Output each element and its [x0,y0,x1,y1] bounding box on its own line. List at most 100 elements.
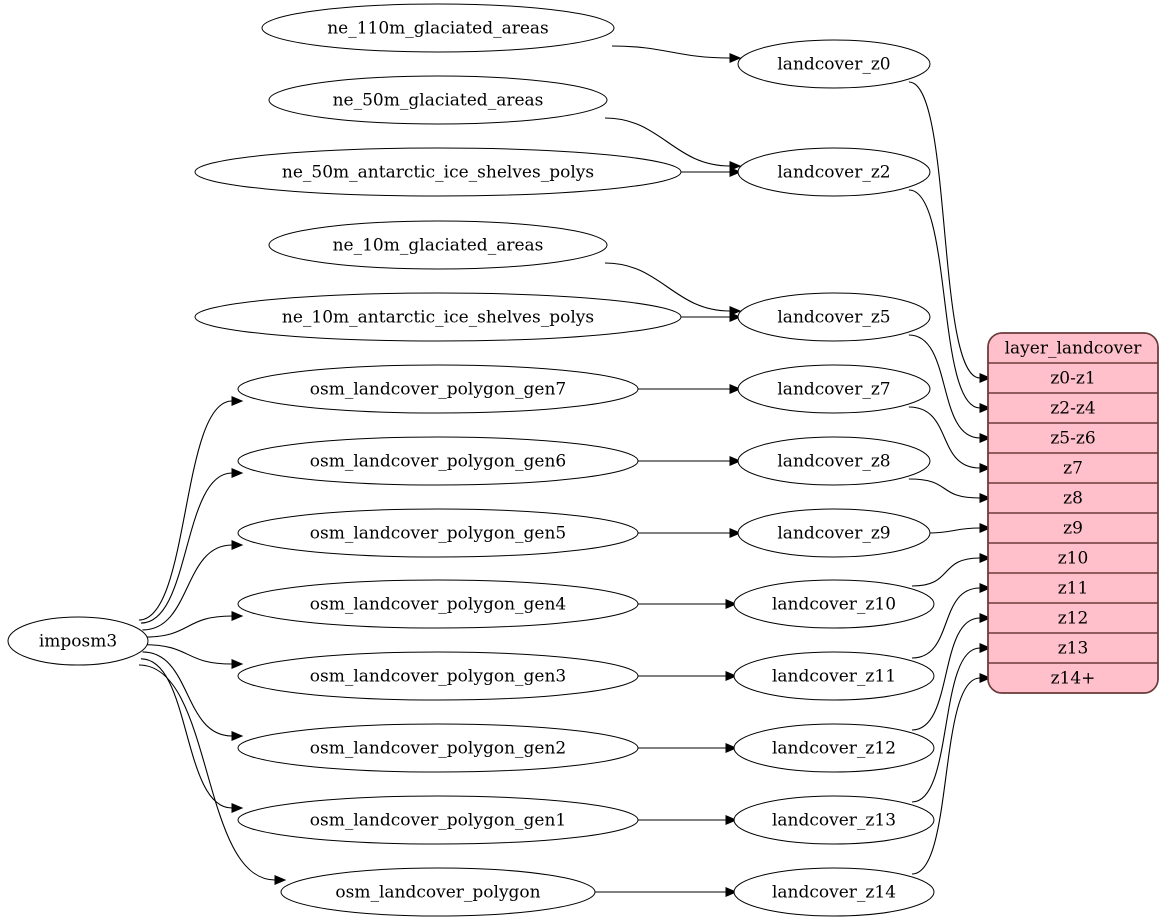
node-shape-osm_landcover_polygon_gen2 [237,723,639,773]
node-label-osm_landcover_polygon_gen4: osm_landcover_polygon_gen4 [310,595,566,615]
node-shape-ne_10m_antarctic_ice_shelves_polys [194,292,682,342]
node-landcover_z7[interactable]: landcover_z7 [737,364,931,414]
node-shape-landcover_z8 [737,436,931,486]
node-label-landcover_z11: landcover_z11 [772,667,896,687]
edge-arrowhead [729,384,742,394]
node-label-landcover_z2: landcover_z2 [777,163,890,183]
node-landcover_z13[interactable]: landcover_z13 [733,795,935,845]
edge-arrowhead [725,743,738,753]
edge-landcover_z13-to-row-z13 [911,647,981,803]
table-row-label-z0-z1[interactable]: z0-z1 [1050,369,1095,389]
node-osm_landcover_polygon_gen4[interactable]: osm_landcover_polygon_gen4 [237,579,639,629]
edge-arrowhead [725,671,738,681]
node-landcover_z2[interactable]: landcover_z2 [737,147,931,197]
node-label-osm_landcover_polygon_gen2: osm_landcover_polygon_gen2 [310,739,566,759]
node-osm_landcover_polygon_gen2[interactable]: osm_landcover_polygon_gen2 [237,723,639,773]
node-label-osm_landcover_polygon_gen6: osm_landcover_polygon_gen6 [310,452,566,472]
edge-arrowhead [979,583,992,593]
node-landcover_z8[interactable]: landcover_z8 [737,436,931,486]
node-label-osm_landcover_polygon_gen5: osm_landcover_polygon_gen5 [310,524,566,544]
node-label-landcover_z12: landcover_z12 [772,739,896,759]
node-ne_50m_antarctic_ice_shelves_polys[interactable]: ne_50m_antarctic_ice_shelves_polys [194,147,682,197]
edge-landcover_z9-to-row-z9 [927,527,981,534]
node-landcover_z14[interactable]: landcover_z14 [733,867,935,917]
node-label-ne_50m_glaciated_areas: ne_50m_glaciated_areas [333,91,544,111]
edge-arrowhead [979,643,992,653]
edge-arrowhead [231,611,244,621]
edge-landcover_z11-to-row-z11 [911,587,981,659]
edge-arrowhead [979,493,992,503]
node-imposm3[interactable]: imposm3 [7,616,149,666]
node-shape-osm_landcover_polygon_gen7 [237,364,639,414]
edge-imposm3-to-osm_landcover_polygon_gen3 [143,644,233,665]
node-shape-landcover_z13 [733,795,935,845]
node-osm_landcover_polygon_gen6[interactable]: osm_landcover_polygon_gen6 [237,436,639,486]
edge-arrowhead [729,528,742,538]
table-row-label-z14+[interactable]: z14+ [1051,669,1096,689]
edge-ne_10m_glaciated_areas-to-landcover_z5 [604,262,731,312]
node-ne_110m_glaciated_areas[interactable]: ne_110m_glaciated_areas [261,3,615,53]
edge-arrowhead [729,456,742,466]
edge-arrowhead [729,312,742,322]
edge-landcover_z2-to-row-z2-z4 [908,189,981,409]
table-header-label: layer_landcover [1005,339,1143,359]
node-shape-landcover_z14 [733,867,935,917]
edge-arrowhead [979,373,992,383]
node-osm_landcover_polygon_gen7[interactable]: osm_landcover_polygon_gen7 [237,364,639,414]
edge-arrowhead [979,523,992,533]
edge-landcover_z12-to-row-z12 [911,617,981,731]
table-row-label-z5-z6[interactable]: z5-z6 [1050,429,1095,449]
node-label-ne_110m_glaciated_areas: ne_110m_glaciated_areas [327,19,549,39]
edge-arrowhead [231,468,244,478]
edge-arrowhead [979,403,992,413]
node-landcover_z12[interactable]: landcover_z12 [733,723,935,773]
node-ne_10m_glaciated_areas[interactable]: ne_10m_glaciated_areas [268,220,608,270]
table-row-label-z9[interactable]: z9 [1063,519,1083,539]
table-row-label-z10[interactable]: z10 [1058,549,1089,569]
edge-arrowhead [729,167,742,177]
node-shape-landcover_z10 [733,579,935,629]
node-osm_landcover_polygon_gen3[interactable]: osm_landcover_polygon_gen3 [237,651,639,701]
edge-imposm3-to-osm_landcover_polygon_gen5 [142,544,233,631]
nodes-layer: imposm3 ne_110m_glaciated_areas ne_50m_gla… [7,3,935,917]
node-osm_landcover_polygon_gen5[interactable]: osm_landcover_polygon_gen5 [237,508,639,558]
node-landcover_z9[interactable]: landcover_z9 [737,508,931,558]
node-label-ne_50m_antarctic_ice_shelves_polys: ne_50m_antarctic_ice_shelves_polys [282,163,594,183]
edge-landcover_z5-to-row-z5-z6 [908,334,981,439]
edge-imposm3-to-osm_landcover_polygon_gen7 [138,400,233,621]
edge-landcover_z0-to-row-z0-z1 [908,81,981,379]
node-landcover_z5[interactable]: landcover_z5 [737,292,931,342]
node-label-landcover_z0: landcover_z0 [777,55,890,75]
node-landcover_z0[interactable]: landcover_z0 [737,39,931,89]
node-landcover_z10[interactable]: landcover_z10 [733,579,935,629]
node-shape-landcover_z2 [737,147,931,197]
table-row-label-z7[interactable]: z7 [1063,459,1083,479]
node-label-landcover_z7: landcover_z7 [777,380,890,400]
table-row-label-z8[interactable]: z8 [1063,489,1083,509]
edge-arrowhead [979,463,992,473]
edge-arrowhead [729,161,742,171]
table-row-label-z12[interactable]: z12 [1058,609,1089,629]
edge-arrowhead [979,433,992,443]
node-landcover_z11[interactable]: landcover_z11 [733,651,935,701]
node-shape-osm_landcover_polygon_gen6 [237,436,639,486]
node-osm_landcover_polygon_gen1[interactable]: osm_landcover_polygon_gen1 [237,795,639,845]
table-row-label-z2-z4[interactable]: z2-z4 [1050,399,1095,419]
node-shape-osm_landcover_polygon_gen5 [237,508,639,558]
edge-arrowhead [231,540,244,550]
edge-arrowhead [231,803,244,813]
node-shape-ne_50m_antarctic_ice_shelves_polys [194,147,682,197]
edge-arrowhead [231,659,244,669]
edge-arrowhead [729,53,742,63]
node-ne_50m_glaciated_areas[interactable]: ne_50m_glaciated_areas [268,75,608,125]
node-label-osm_landcover_polygon_gen3: osm_landcover_polygon_gen3 [310,667,566,687]
edge-landcover_z10-to-row-z10 [911,557,981,587]
edge-arrowhead [979,673,992,683]
table-row-label-z11[interactable]: z11 [1058,579,1089,599]
node-shape-osm_landcover_polygon_gen4 [237,579,639,629]
node-ne_10m_antarctic_ice_shelves_polys[interactable]: ne_10m_antarctic_ice_shelves_polys [194,292,682,342]
node-osm_landcover_polygon[interactable]: osm_landcover_polygon [280,867,596,917]
table-row-label-z13[interactable]: z13 [1058,639,1089,659]
edge-landcover_z14-to-row-z14+ [911,677,981,875]
